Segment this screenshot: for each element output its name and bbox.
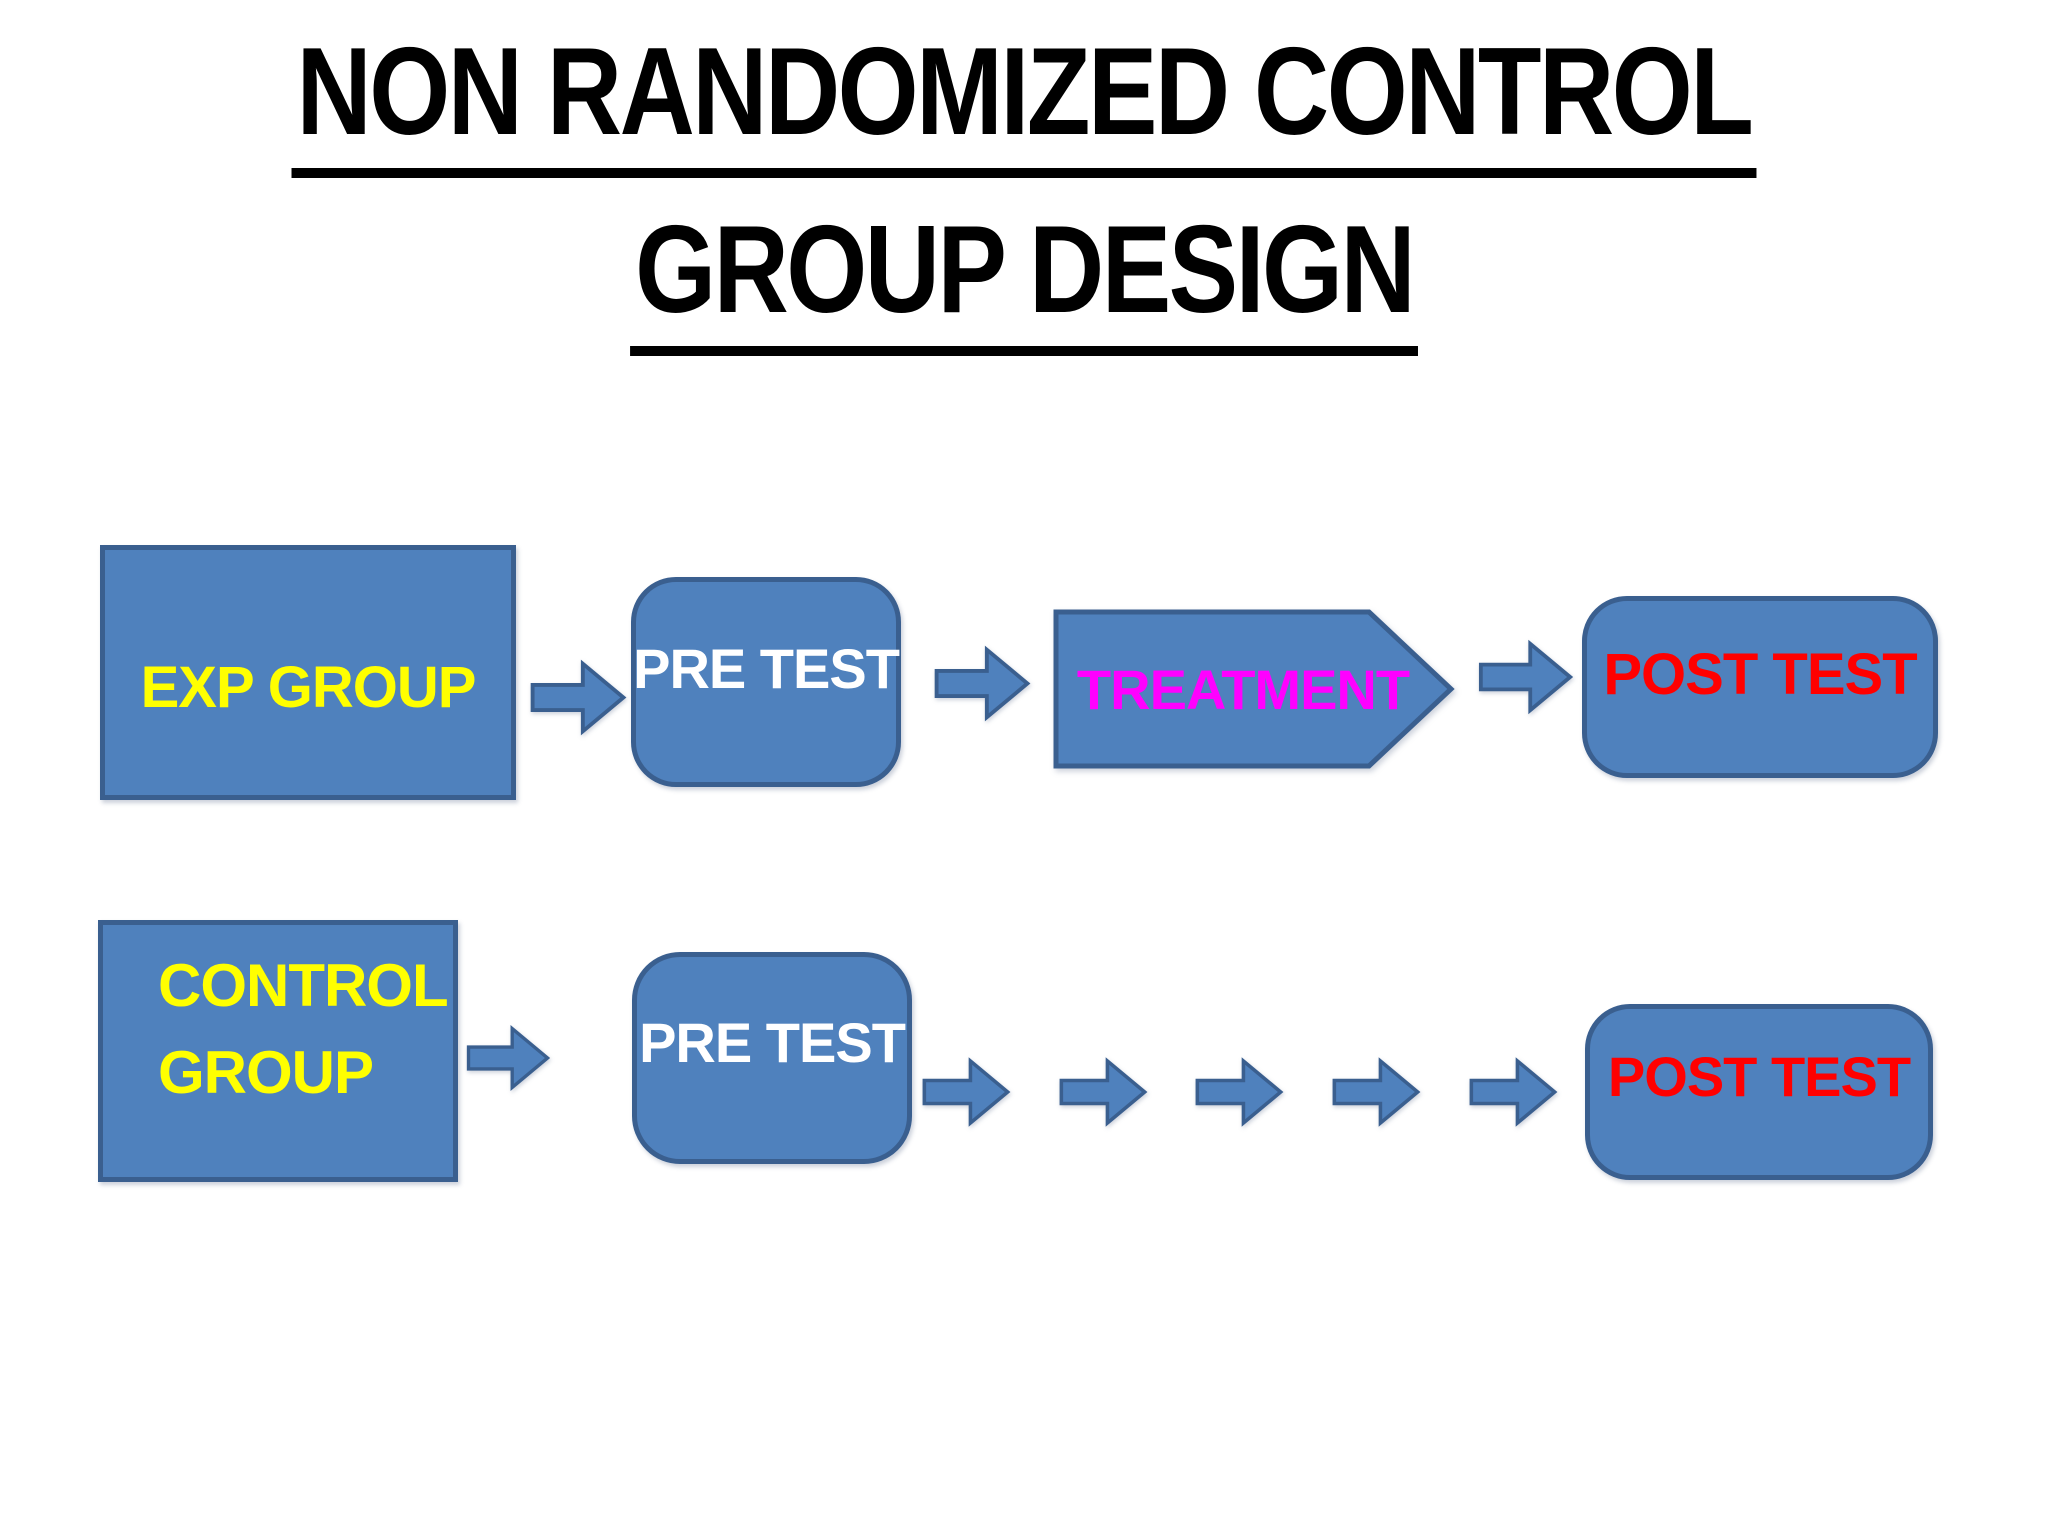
pre-test-control-label: PRE TEST — [639, 1010, 906, 1074]
exp-group-label: EXP GROUP — [140, 655, 477, 720]
flow-arrow-icon — [1059, 1057, 1148, 1127]
pre-test-exp-box: PRE TEST — [631, 577, 901, 787]
flow-arrow-icon — [1332, 1057, 1421, 1127]
flow-arrow-icon — [1195, 1057, 1284, 1127]
post-test-control-box: POST TEST — [1585, 1004, 1933, 1180]
post-test-control-label: POST TEST — [1607, 1044, 1911, 1108]
pre-test-exp-label: PRE TEST — [633, 636, 900, 700]
treatment-label: TREATMENT — [1076, 657, 1410, 721]
title-line-2: GROUP DESIGN — [629, 203, 1419, 356]
flow-arrow-icon — [922, 1057, 1011, 1127]
control-group-box: CONTROL GROUP — [98, 920, 458, 1182]
pre-test-control-box: PRE TEST — [632, 952, 912, 1164]
flow-arrow-icon — [466, 1025, 550, 1091]
post-test-exp-box: POST TEST — [1582, 596, 1938, 778]
exp-group-box: EXP GROUP — [100, 545, 516, 800]
flow-arrow-icon — [1469, 1057, 1558, 1127]
flow-arrow-icon — [530, 659, 627, 736]
control-group-label: CONTROL GROUP — [158, 952, 448, 1106]
pentagon-arrow-shape-icon — [1053, 609, 1455, 769]
title-line-1: NON RANDOMIZED CONTROL — [291, 25, 1757, 178]
treatment-pentagon: TREATMENT — [1053, 609, 1455, 769]
flow-arrow-icon — [1478, 639, 1573, 715]
slide-title: NON RANDOMIZED CONTROL GROUP DESIGN — [0, 25, 2048, 382]
post-test-exp-label: POST TEST — [1603, 641, 1917, 707]
flow-arrow-icon — [934, 645, 1031, 722]
